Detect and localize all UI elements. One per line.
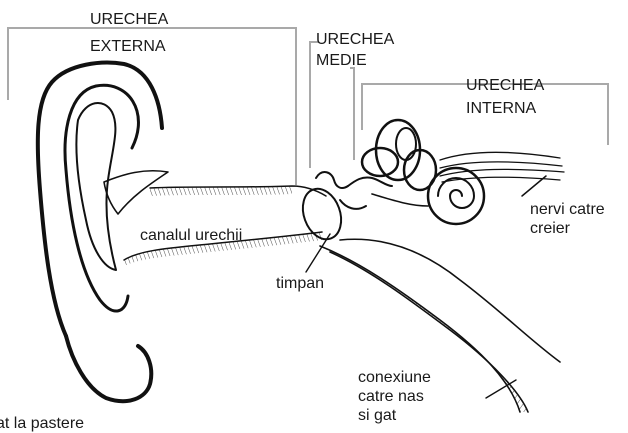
- nerves-label: nervi catre creier: [530, 200, 605, 238]
- connection-label-line2: catre nas: [358, 387, 431, 406]
- ear-canal-label: canalul urechii: [140, 226, 242, 245]
- inner-ear-label: URECHEA INTERNA: [466, 76, 544, 118]
- ossicles: [316, 172, 392, 209]
- outer-ear-label-line1: URECHEA: [90, 10, 168, 29]
- connection-label-line3: si gat: [358, 406, 431, 425]
- middle-ear-bracket-right: [350, 68, 354, 160]
- outer-ear-label-line2: EXTERNA: [90, 37, 168, 56]
- outer-ear-label: URECHEA EXTERNA: [90, 10, 168, 56]
- eustachian-tube: [320, 239, 560, 412]
- connection-label-line1: conexiune: [358, 368, 431, 387]
- connection-label: conexiune catre nas si gat: [358, 368, 431, 425]
- inner-ear-label-line1: URECHEA: [466, 76, 544, 95]
- middle-ear-label: URECHEA MEDIE: [316, 30, 394, 70]
- middle-ear-label-line1: URECHEA: [316, 30, 394, 49]
- middle-ear-label-line2: MEDIE: [316, 51, 394, 70]
- eardrum-label: timpan: [276, 274, 324, 293]
- inner-ear-label-line2: INTERNA: [466, 99, 544, 118]
- partial-bottom-label: at la pastere: [0, 414, 84, 433]
- nerves-label-line2: creier: [530, 219, 605, 238]
- nerves-shape: [440, 152, 564, 196]
- nerves-label-line1: nervi catre: [530, 200, 605, 219]
